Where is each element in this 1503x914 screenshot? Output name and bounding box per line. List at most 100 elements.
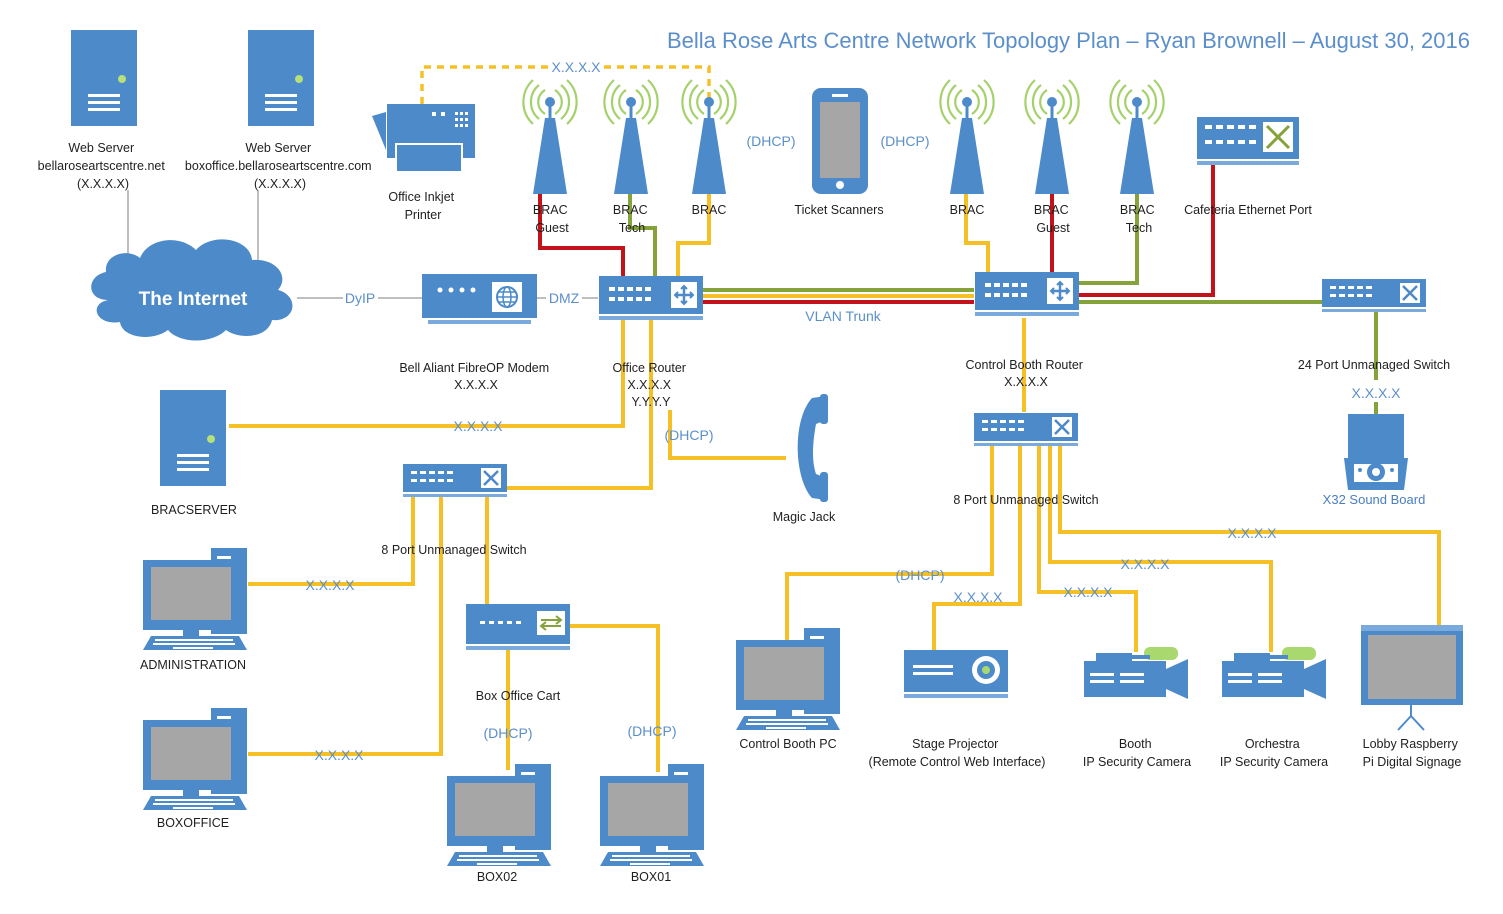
link-projector-ip: X.X.X.X <box>953 589 1003 605</box>
modem-icon <box>422 274 537 324</box>
administration-label: ADMINISTRATION <box>140 658 246 672</box>
wifi-ap-tech-office-icon <box>603 78 659 196</box>
boxoffice-pc-icon <box>143 708 247 810</box>
booth-cam-label: Booth IP Security Camera <box>1083 737 1191 769</box>
link-boothpc-dhcp: (DHCP) <box>896 567 945 583</box>
ap6-label: BRAC Tech <box>1120 203 1158 235</box>
wifi-ap-office-icon <box>681 78 737 196</box>
x32-line-1: X32 Sound Board <box>1323 492 1426 507</box>
bracserver-line-1: BRACSERVER <box>151 503 237 517</box>
web-server-1-label: Web Server bellaroseartscentre.net (X.X.… <box>38 141 169 191</box>
orch-cam-line-2: IP Security Camera <box>1220 755 1328 769</box>
cafeteria-port-icon <box>1197 117 1299 165</box>
link-dhcp-scanner-right: (DHCP) <box>881 133 930 149</box>
orch-cam-line-1: Orchestra <box>1245 737 1300 751</box>
booth-router-line-1: Control Booth Router <box>966 358 1083 372</box>
switch24-label: 24 Port Unmanaged Switch <box>1298 358 1450 372</box>
web-server-2-line-3: (X.X.X.X) <box>254 177 306 191</box>
wifi-ap-booth-icon <box>939 78 995 196</box>
ap2-line-2: Tech <box>619 221 645 235</box>
link-box02-dhcp: (DHCP) <box>484 725 533 741</box>
node-labels: Web Server bellaroseartscentre.net (X.X.… <box>38 141 1462 884</box>
boxoffice-cart-line-1: Box Office Cart <box>476 689 561 703</box>
ap3-label: BRAC <box>692 203 727 217</box>
link-dyip: DyIP <box>345 290 375 306</box>
booth-cam-line-1: Booth <box>1119 737 1152 751</box>
ap4-label: BRAC <box>950 203 985 217</box>
web-server-2-line-1: Web Server <box>245 141 311 155</box>
box02-pc-icon <box>447 764 551 866</box>
cafeteria-line-1: Cafeteria Ethernet Port <box>1184 203 1312 217</box>
switch-8-port-right-icon <box>972 411 1080 448</box>
ap2-label: BRAC Tech <box>613 203 651 235</box>
wifi-ap-guest-office-icon <box>522 78 578 196</box>
link-admin-ip: X.X.X.X <box>305 577 355 593</box>
orchestra-camera-icon <box>1222 647 1326 699</box>
link-x32-ip: X.X.X.X <box>1351 385 1401 401</box>
magicjack-label: Magic Jack <box>773 510 836 524</box>
ap1-line-1: BRAC <box>533 203 568 217</box>
box-office-cart-icon <box>466 604 570 650</box>
scanners-label: Ticket Scanners <box>794 203 883 217</box>
switch8-left-label: 8 Port Unmanaged Switch <box>381 543 526 557</box>
booth-pc-line-1: Control Booth PC <box>739 737 836 751</box>
magicjack-line-1: Magic Jack <box>773 510 836 524</box>
sound-board-icon <box>1344 414 1408 490</box>
box02-label: BOX02 <box>477 870 517 884</box>
box01-line-1: BOX01 <box>631 870 671 884</box>
bracserver-icon <box>160 390 226 486</box>
office-router-label: Office Router X.X.X.X Y.Y.Y.Y <box>613 361 690 409</box>
box02-line-1: BOX02 <box>477 870 517 884</box>
projector-line-1: Stage Projector <box>912 737 998 751</box>
ap2-line-1: BRAC <box>613 203 648 217</box>
booth-router-icon <box>973 270 1081 318</box>
wifi-ap-tech-booth-icon <box>1109 78 1165 196</box>
link-box01-dhcp: (DHCP) <box>628 723 677 739</box>
printer-label: Office Inkjet Printer <box>388 190 457 222</box>
link-boxoffice-ip: X.X.X.X <box>314 747 364 763</box>
booth-router-label: Control Booth Router X.X.X.X <box>966 358 1087 389</box>
ap5-line-2: Guest <box>1036 221 1070 235</box>
printer-line-1: Office Inkjet <box>388 190 454 204</box>
signage-label: Lobby Raspberry Pi Digital Signage <box>1363 737 1462 769</box>
switch8-right-label: 8 Port Unmanaged Switch <box>953 493 1098 507</box>
switch-24-port-icon <box>1320 277 1428 314</box>
orch-cam-label: Orchestra IP Security Camera <box>1220 737 1328 769</box>
switch24-line-1: 24 Port Unmanaged Switch <box>1298 358 1450 372</box>
web-server-1-icon <box>71 30 137 126</box>
cafeteria-label: Cafeteria Ethernet Port <box>1184 203 1312 217</box>
office-router-line-3: Y.Y.Y.Y <box>632 395 672 409</box>
modem-label: Bell Aliant FibreOP Modem X.X.X.X <box>399 361 552 392</box>
web-server-1-line-3: (X.X.X.X) <box>77 177 129 191</box>
projector-label: Stage Projector (Remote Control Web Inte… <box>869 737 1046 769</box>
link-vlan-trunk: VLAN Trunk <box>805 308 881 324</box>
signage-screen-icon <box>1361 625 1463 731</box>
ap3-line-1: BRAC <box>692 203 727 217</box>
x32-label: X32 Sound Board <box>1323 492 1426 507</box>
booth-router-line-2: X.X.X.X <box>1004 375 1048 389</box>
diagram-title: Bella Rose Arts Centre Network Topology … <box>667 28 1470 53</box>
printer-icon <box>372 104 475 173</box>
control-booth-pc-icon <box>736 628 840 730</box>
signage-line-1: Lobby Raspberry <box>1363 737 1459 751</box>
printer-line-2: Printer <box>405 208 442 222</box>
boxoffice-cart-label: Box Office Cart <box>476 689 561 703</box>
bracserver-label: BRACSERVER <box>151 503 237 517</box>
switch8-right-line-1: 8 Port Unmanaged Switch <box>953 493 1098 507</box>
booth-camera-icon <box>1084 647 1188 699</box>
phone-icon <box>797 394 828 502</box>
administration-line-1: ADMINISTRATION <box>140 658 246 672</box>
box01-pc-icon <box>600 764 704 866</box>
signage-line-2: Pi Digital Signage <box>1363 755 1462 769</box>
link-dmz: DMZ <box>549 290 580 306</box>
office-router-line-1: Office Router <box>613 361 686 375</box>
link-orchcam-ip: X.X.X.X <box>1120 556 1170 572</box>
ap5-label: BRAC Guest <box>1034 203 1072 235</box>
modem-line-2: X.X.X.X <box>454 378 498 392</box>
ap6-line-1: BRAC <box>1120 203 1155 217</box>
office-router-line-2: X.X.X.X <box>627 378 671 392</box>
ap5-line-1: BRAC <box>1034 203 1069 217</box>
booth-cam-line-2: IP Security Camera <box>1083 755 1191 769</box>
web-server-1-line-2: bellaroseartscentre.net <box>38 159 166 173</box>
internet-cloud-icon <box>91 239 293 341</box>
